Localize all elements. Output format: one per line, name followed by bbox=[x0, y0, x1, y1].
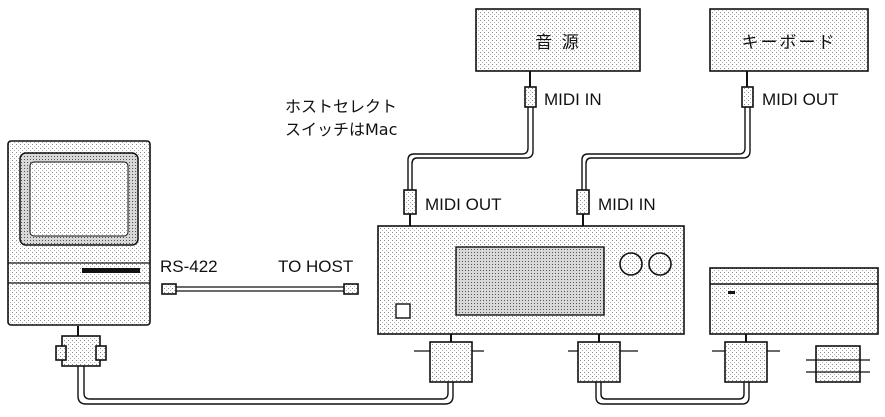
peripheral-unit bbox=[709, 267, 879, 335]
sound-source-module: 音 源 bbox=[475, 8, 641, 72]
knob-1 bbox=[619, 252, 643, 276]
midi-out-label-interface: MIDI OUT bbox=[425, 195, 502, 214]
midi-cable-to-sound-source bbox=[403, 71, 537, 226]
sound-source-label: 音 源 bbox=[535, 33, 580, 53]
plug-outlet bbox=[806, 345, 870, 383]
display-panel bbox=[455, 246, 605, 316]
host-select-note-line2: スイッチはMac bbox=[285, 120, 397, 139]
knob-2 bbox=[648, 252, 672, 276]
midi-interface-unit bbox=[377, 225, 685, 335]
floppy-slot bbox=[82, 268, 140, 273]
macintosh-computer bbox=[7, 140, 151, 326]
power-button bbox=[395, 303, 411, 319]
keyboard-module: キーボード bbox=[709, 8, 869, 72]
cable-interface-to-peripheral bbox=[595, 382, 750, 405]
plug-peripheral bbox=[712, 334, 780, 383]
rs422-cable bbox=[161, 283, 359, 295]
rs422-label: RS-422 bbox=[160, 257, 218, 276]
midi-cable-from-keyboard bbox=[576, 71, 754, 226]
plug-interface-left bbox=[414, 334, 484, 383]
computer-serial-connector bbox=[55, 326, 107, 367]
midi-in-label-top: MIDI IN bbox=[544, 90, 602, 109]
keyboard-label: キーボード bbox=[742, 33, 837, 53]
cable-computer-to-interface bbox=[77, 366, 454, 405]
host-select-note-line1: ホストセレクト bbox=[285, 97, 397, 116]
plug-interface-right bbox=[568, 334, 638, 383]
to-host-label: TO HOST bbox=[278, 257, 353, 276]
midi-in-label-interface: MIDI IN bbox=[598, 195, 656, 214]
midi-out-label-top: MIDI OUT bbox=[762, 90, 839, 109]
